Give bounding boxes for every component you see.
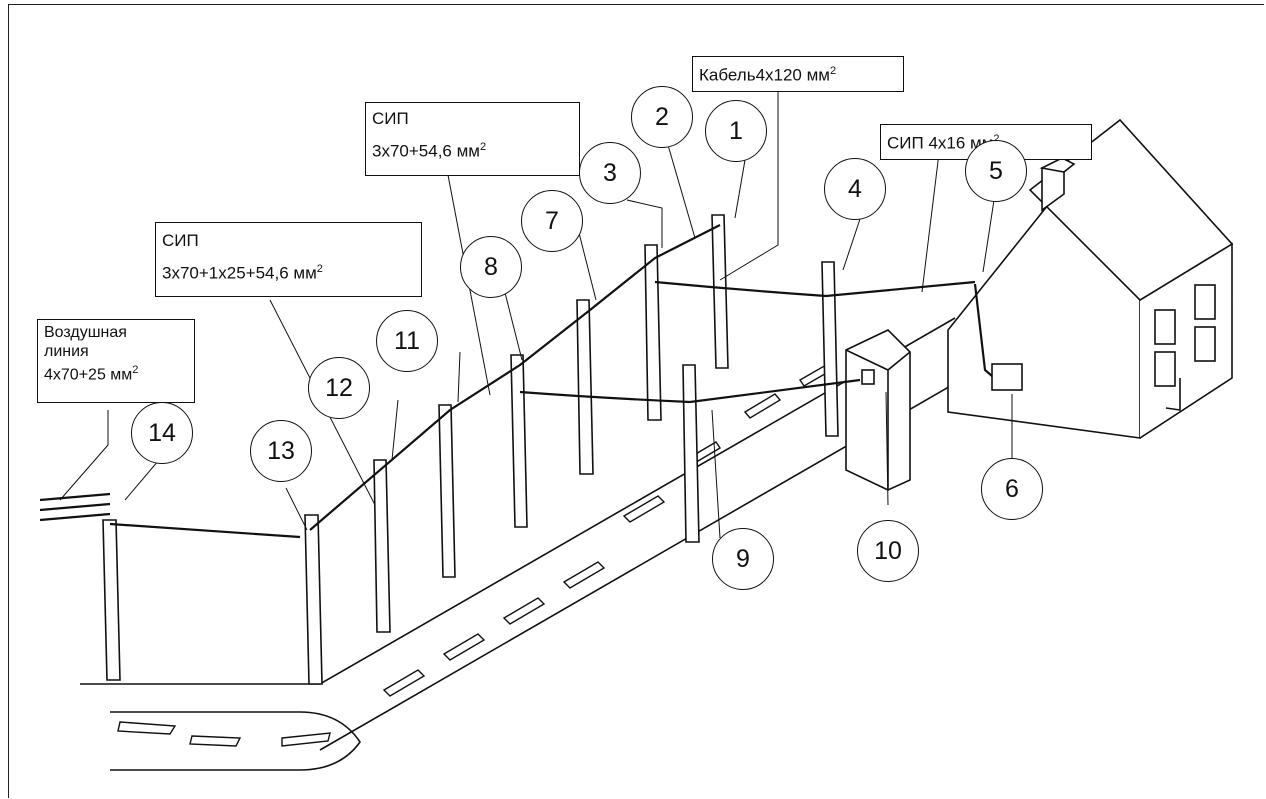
callout-1: 1: [705, 100, 767, 162]
callout-2: 2: [631, 86, 693, 148]
cable-label-sup: 2: [830, 65, 837, 77]
callout-13: 13: [250, 420, 312, 482]
callout-14: 14: [131, 402, 193, 464]
callout-3: 3: [579, 142, 641, 204]
cable-label-text: Кабель4х120 мм: [699, 65, 830, 85]
callout-8: 8: [460, 236, 522, 298]
distribution-box: [845, 329, 911, 491]
house: [947, 118, 1234, 439]
sip-branch-label-line1: СИП: [162, 231, 199, 250]
overhead-line-label-line1: Воздушная: [44, 324, 127, 341]
callout-7: 7: [521, 190, 583, 252]
callout-10: 10: [857, 520, 919, 582]
overhead-line-label-sup: 2: [132, 364, 139, 376]
callout-9: 9: [712, 528, 774, 590]
poles: [102, 214, 839, 685]
sip-branch-label-line2: 3х70+1х25+54,6 мм: [162, 263, 317, 283]
callout-12: 12: [308, 357, 370, 419]
overhead-line-label-line2: линия: [44, 343, 89, 360]
sip-branch-label: СИП 3х70+1х25+54,6 мм2: [155, 222, 422, 297]
sip-branch-label-sup: 2: [316, 263, 323, 275]
sip-main-label-line2: 3х70+54,6 мм: [372, 141, 480, 161]
diagram-frame: [8, 4, 1264, 798]
sip-house-label-sup: 2: [993, 133, 1000, 145]
callout-5: 5: [965, 140, 1027, 202]
callout-4: 4: [824, 158, 886, 220]
wires: [39, 224, 993, 539]
overhead-line-label: Воздушная линия 4х70+25 мм2: [37, 319, 195, 403]
sip-house-label-text: СИП 4х16 мм: [887, 133, 994, 153]
sip-main-label-sup: 2: [479, 141, 487, 153]
cable-label: Кабель4х120 мм2: [692, 56, 904, 92]
sip-main-label-line1: СИП: [372, 109, 409, 128]
callout-6: 6: [981, 458, 1043, 520]
callout-11: 11: [376, 310, 438, 372]
overhead-line-label-line3: 4х70+25 мм: [44, 366, 133, 384]
sip-main-label: СИП 3х70+54,6 мм2: [365, 102, 580, 176]
